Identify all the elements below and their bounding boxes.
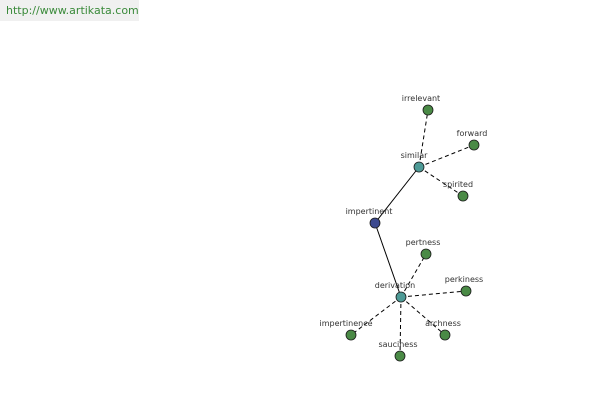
- node-sauciness[interactable]: [394, 350, 406, 362]
- node-label-forward[interactable]: forward: [457, 129, 488, 138]
- node-label-archness[interactable]: archness: [425, 319, 461, 328]
- node-pertness[interactable]: [420, 248, 432, 260]
- nodes-layer: [345, 104, 480, 362]
- node-label-derivation[interactable]: derivation: [375, 281, 415, 290]
- node-perkiness[interactable]: [460, 285, 472, 297]
- edge-derivation-sauciness: [399, 296, 402, 357]
- edges-layer: [350, 109, 475, 357]
- node-similar[interactable]: [413, 161, 425, 173]
- node-derivation[interactable]: [395, 291, 407, 303]
- labels-layer: impertinent similar derivation irrelevant fo…: [319, 94, 487, 349]
- edge-derivation-pertness: [400, 253, 427, 298]
- node-label-impertinence[interactable]: impertinence: [319, 319, 372, 328]
- edge-derivation-perkiness: [400, 290, 467, 298]
- edge-impertinent-similar: [374, 166, 420, 224]
- node-label-irrelevant[interactable]: irrelevant: [402, 94, 440, 103]
- node-label-perkiness[interactable]: perkiness: [445, 275, 483, 284]
- edge-similar-irrelevant: [418, 109, 429, 168]
- node-irrelevant[interactable]: [422, 104, 434, 116]
- edge-impertinent-derivation: [374, 222, 402, 298]
- edge-derivation-impertinence: [350, 296, 402, 336]
- node-impertinent[interactable]: [369, 217, 381, 229]
- node-label-similar[interactable]: similar: [401, 151, 429, 160]
- source-url[interactable]: http://www.artikata.com: [0, 0, 139, 21]
- node-forward[interactable]: [468, 139, 480, 151]
- node-label-spirited[interactable]: spirited: [443, 180, 473, 189]
- node-label-sauciness[interactable]: sauciness: [378, 340, 417, 349]
- node-archness[interactable]: [439, 329, 451, 341]
- edge-similar-spirited: [418, 166, 464, 197]
- node-spirited[interactable]: [457, 190, 469, 202]
- node-label-impertinent[interactable]: impertinent: [346, 207, 393, 216]
- edge-derivation-archness: [400, 296, 446, 336]
- node-impertinence[interactable]: [345, 329, 357, 341]
- edge-similar-forward: [418, 144, 475, 168]
- node-label-pertness[interactable]: pertness: [406, 238, 441, 247]
